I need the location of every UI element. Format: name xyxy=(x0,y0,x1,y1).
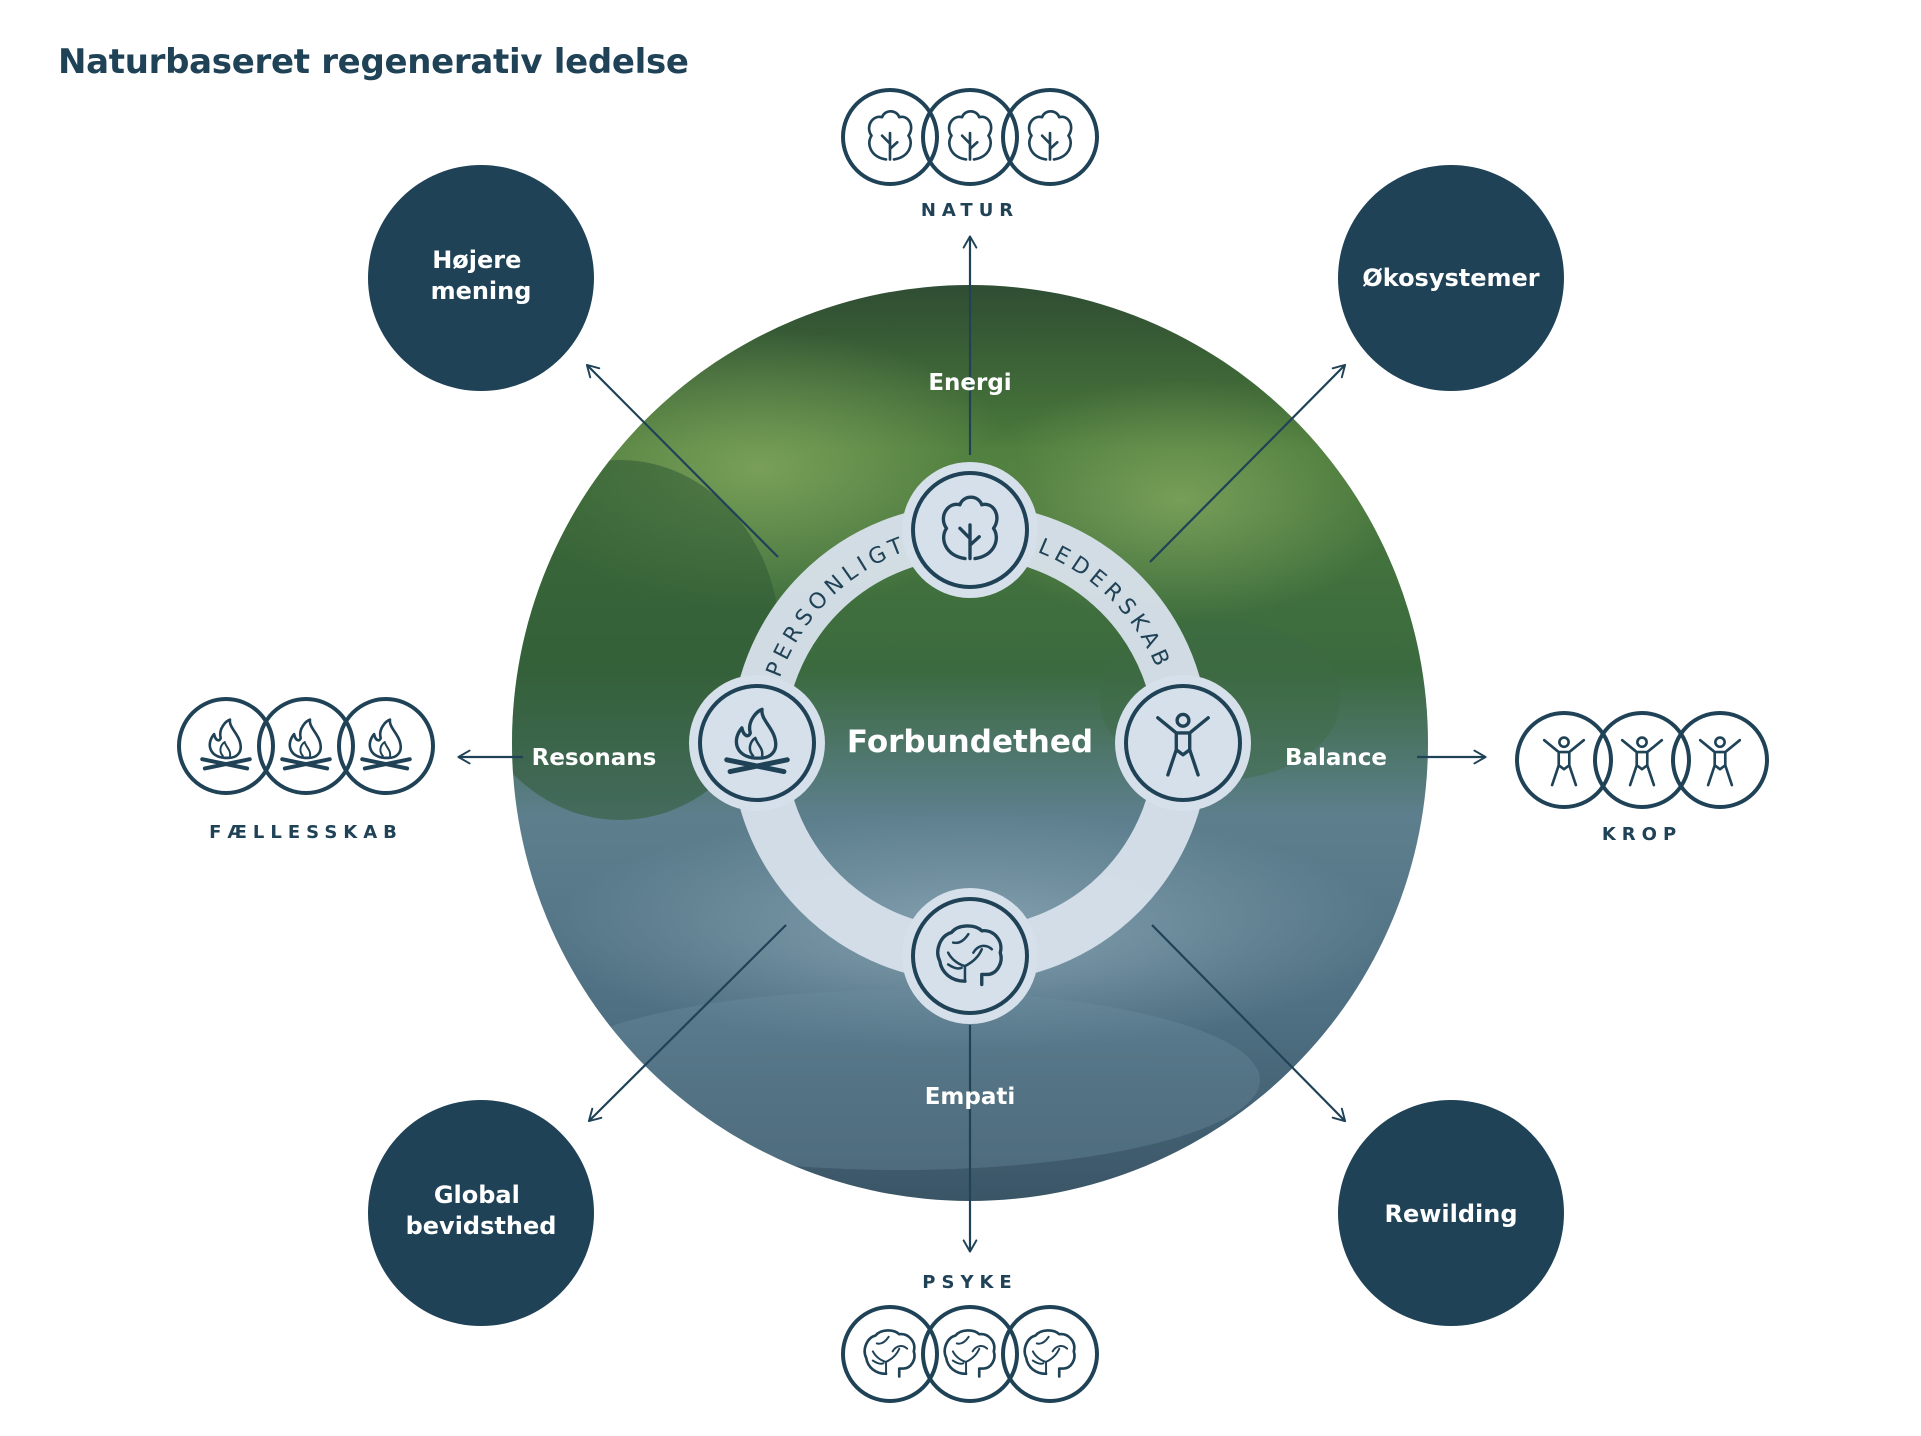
tree-icon xyxy=(867,109,913,161)
group-label-faellesskab: FÆLLESSKAB xyxy=(209,822,403,843)
node-rewilding: Rewilding xyxy=(1338,1100,1564,1326)
ring-badge-tree xyxy=(902,462,1038,598)
center-label: Forbundethed xyxy=(847,724,1093,760)
brain-icon xyxy=(1023,1329,1076,1378)
svg-text:Rewilding: Rewilding xyxy=(1384,1200,1517,1228)
node-global-bevidsthed: Global bevidsthed xyxy=(368,1100,594,1326)
ring-badge-brain xyxy=(902,888,1038,1024)
arrow-top-right xyxy=(1149,363,1347,563)
label-energi: Energi xyxy=(928,370,1011,396)
group-label-psyke: PSYKE xyxy=(922,1272,1017,1293)
svg-text:Global bevidsthed: Global bevidsthed xyxy=(406,1181,557,1240)
label-balance: Balance xyxy=(1285,745,1387,771)
ring-badge-human xyxy=(1115,675,1251,811)
icon-group-faellesskab: FÆLLESSKAB xyxy=(177,697,435,843)
icon-group-natur: NATUR xyxy=(841,88,1099,221)
arrow-top-left xyxy=(585,363,779,558)
brain-icon xyxy=(863,1329,916,1378)
arrows xyxy=(457,235,1487,1253)
page-title: Naturbaseret regenerativ ledelse xyxy=(58,42,689,82)
group-label-natur: NATUR xyxy=(921,200,1019,221)
ring-badge-fire xyxy=(689,675,825,811)
svg-text:Højere mening: Højere mening xyxy=(431,246,532,305)
group-label-krop: KROP xyxy=(1602,824,1682,845)
arrow-bottom-left xyxy=(587,924,787,1123)
arrow-bottom-right xyxy=(1151,924,1347,1123)
icon-group-psyke: PSYKE xyxy=(841,1272,1099,1403)
brain-icon xyxy=(943,1329,996,1378)
human-figure-icon xyxy=(1620,736,1664,787)
svg-text:Økosystemer: Økosystemer xyxy=(1362,264,1539,292)
campfire-icon xyxy=(280,717,332,771)
node-hojere-mening: Højere mening xyxy=(368,165,594,391)
campfire-icon xyxy=(200,717,252,771)
label-resonans: Resonans xyxy=(532,745,657,771)
label-empati: Empati xyxy=(925,1084,1016,1110)
tree-icon xyxy=(947,109,993,161)
node-okosystemer: Økosystemer xyxy=(1338,165,1564,391)
campfire-icon xyxy=(360,717,412,771)
icon-group-krop: KROP xyxy=(1515,711,1769,845)
human-figure-icon xyxy=(1698,736,1742,787)
human-figure-icon xyxy=(1542,736,1586,787)
tree-icon xyxy=(1027,109,1073,161)
